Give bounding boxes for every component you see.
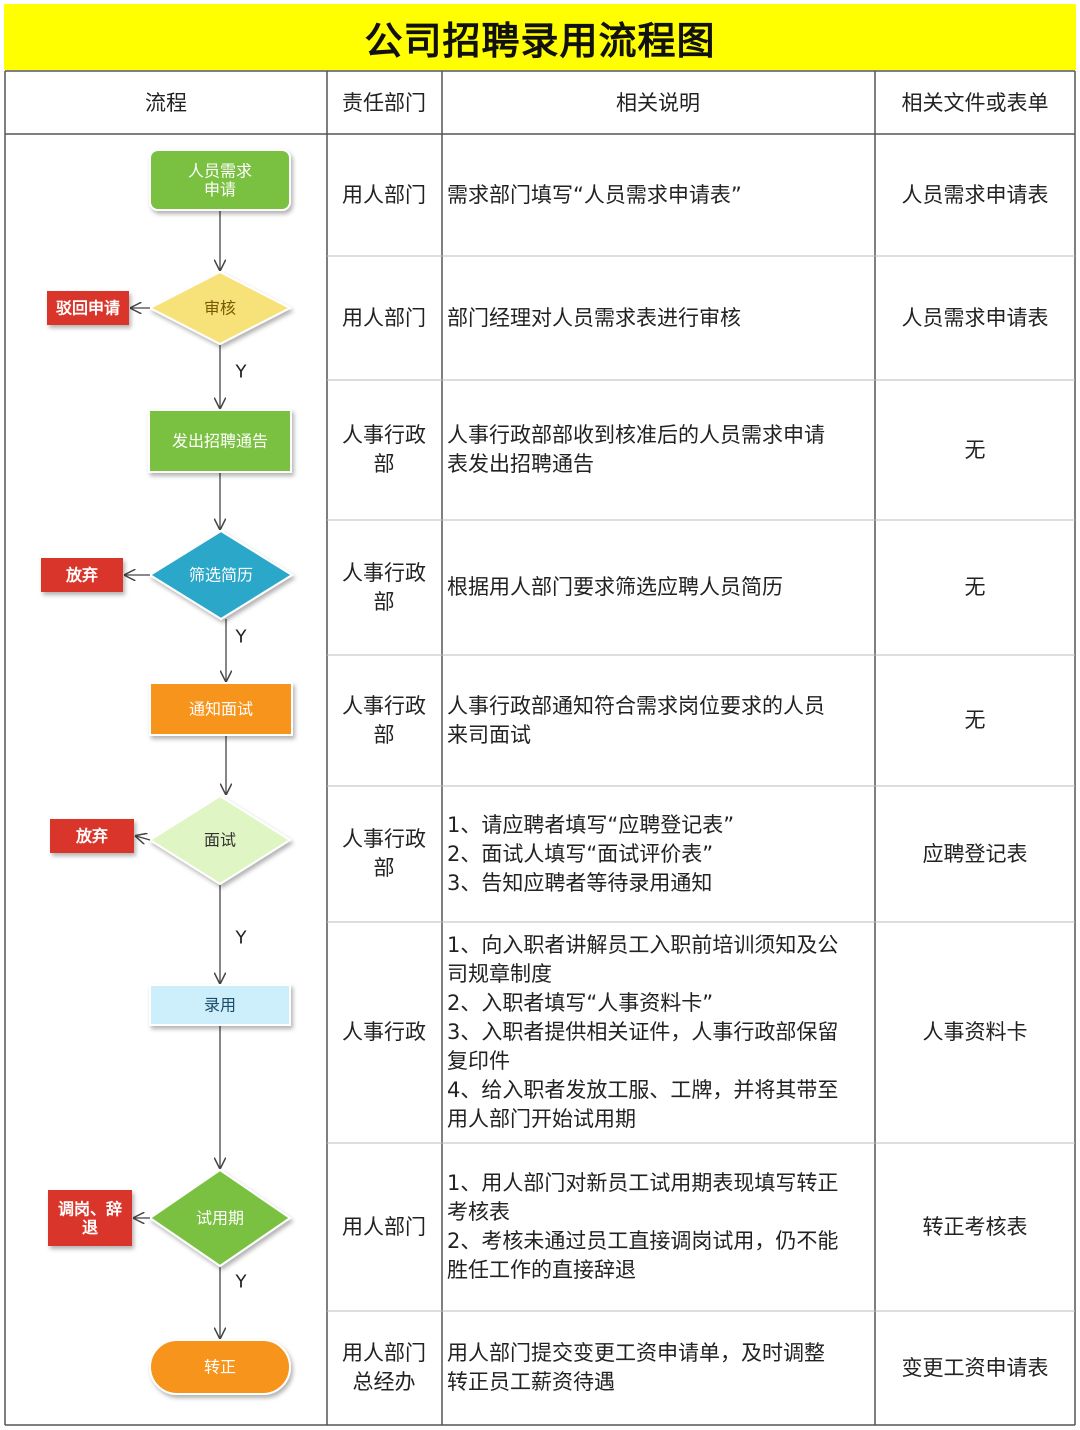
header-desc: 相关说明	[616, 90, 700, 115]
row-dept: 人事行政 部	[342, 693, 426, 747]
flow-reject-label-5: 放弃	[75, 827, 108, 846]
row-dept: 用人部门	[342, 1214, 426, 1239]
flow-reject-label-3: 放弃	[65, 566, 98, 585]
row-desc: 需求部门填写“人员需求申请表”	[447, 182, 742, 207]
flow-reject-box-1	[47, 291, 129, 325]
row-docs: 人员需求申请表	[901, 182, 1049, 207]
flow-yes-label-5: Y	[235, 927, 248, 948]
flow-step-4-label: 通知面试	[189, 700, 253, 719]
flow-yes-label-1: Y	[235, 361, 248, 382]
row-desc: 部门经理对人员需求表进行审核	[447, 305, 741, 330]
flow-reject-label-7: 调岗、辞退	[58, 1199, 122, 1236]
flow-reject-box-3	[41, 558, 123, 592]
flow-step-4-shape	[149, 682, 293, 736]
flow-step-6-label: 录用	[204, 996, 236, 1015]
flow-step-7-shape	[148, 1168, 292, 1268]
row-docs: 转正考核表	[922, 1214, 1028, 1239]
flow-step-3-label: 筛选简历	[189, 566, 253, 585]
row-dept: 用人部门	[342, 305, 426, 330]
title-bar: 公司招聘录用流程图	[4, 4, 1076, 70]
row-desc: 1、用人部门对新员工试用期表现填写转正 考核表 2、考核未通过员工直接调岗试用，…	[447, 1171, 839, 1282]
flowchart: 人员需求申请审核驳回申请Y发出招聘通告筛选简历放弃Y通知面试面试放弃Y录用试用期…	[41, 149, 294, 1395]
row-docs: 应聘登记表	[922, 841, 1028, 866]
flow-step-2-shape	[148, 409, 292, 473]
row-desc: 根据用人部门要求筛选应聘人员简历	[447, 575, 783, 599]
row-docs: 人事资料卡	[922, 1020, 1028, 1044]
flow-step-5-shape	[148, 794, 292, 886]
flow-reject-connector-5	[136, 836, 151, 840]
flow-step-0-shape	[149, 149, 291, 211]
header-docs: 相关文件或表单	[901, 90, 1049, 115]
flow-reject-label-1: 驳回申请	[56, 299, 120, 318]
flow-step-0-label: 人员需求申请	[188, 161, 252, 198]
row-dept: 人事行政 部	[342, 423, 426, 476]
row-docs: 无	[964, 708, 986, 732]
flow-step-1-shape	[147, 270, 293, 346]
flow-step-7-label: 试用期	[196, 1209, 244, 1228]
flow-step-2-label: 发出招聘通告	[172, 432, 268, 451]
row-desc: 1、请应聘者填写“应聘登记表” 2、面试人填写“面试评价表” 3、告知应聘者等待…	[447, 812, 735, 895]
row-docs: 无	[964, 437, 986, 462]
row-docs: 人员需求申请表	[901, 305, 1049, 330]
header-flow: 流程	[145, 90, 187, 115]
row-dept: 人事行政 部	[342, 827, 426, 880]
flow-yes-label-3: Y	[235, 626, 248, 647]
header-dept: 责任部门	[342, 90, 426, 115]
row-desc: 用人部门提交变更工资申请单，及时调整 转正员工薪资待遇	[447, 1341, 825, 1394]
flow-step-5-label: 面试	[204, 831, 236, 850]
page-title: 公司招聘录用流程图	[364, 18, 716, 63]
row-desc: 1、向入职者讲解员工入职前培训须知及公 司规章制度 2、入职者填写“人事资料卡”…	[447, 933, 839, 1131]
row-desc: 人事行政部通知符合需求岗位要求的人员 来司面试	[447, 693, 825, 747]
row-docs: 变更工资申请表	[901, 1355, 1049, 1380]
flow-yes-label-7: Y	[235, 1271, 248, 1292]
row-dept: 用人部门 总经办	[342, 1341, 426, 1394]
row-dept: 用人部门	[342, 182, 426, 207]
flow-step-3-shape	[148, 529, 294, 621]
row-desc: 人事行政部部收到核准后的人员需求申请 表发出招聘通告	[447, 423, 825, 476]
flow-step-8-label: 转正	[204, 1358, 236, 1377]
row-docs: 无	[964, 575, 986, 599]
flow-step-6-shape	[149, 984, 291, 1026]
flow-step-1-label: 审核	[204, 299, 236, 318]
flow-reject-box-7	[48, 1190, 132, 1246]
row-dept: 人事行政 部	[342, 560, 426, 614]
flow-step-8-shape	[149, 1339, 291, 1395]
row-dept: 人事行政	[342, 1020, 426, 1044]
flow-reject-box-5	[50, 819, 134, 853]
